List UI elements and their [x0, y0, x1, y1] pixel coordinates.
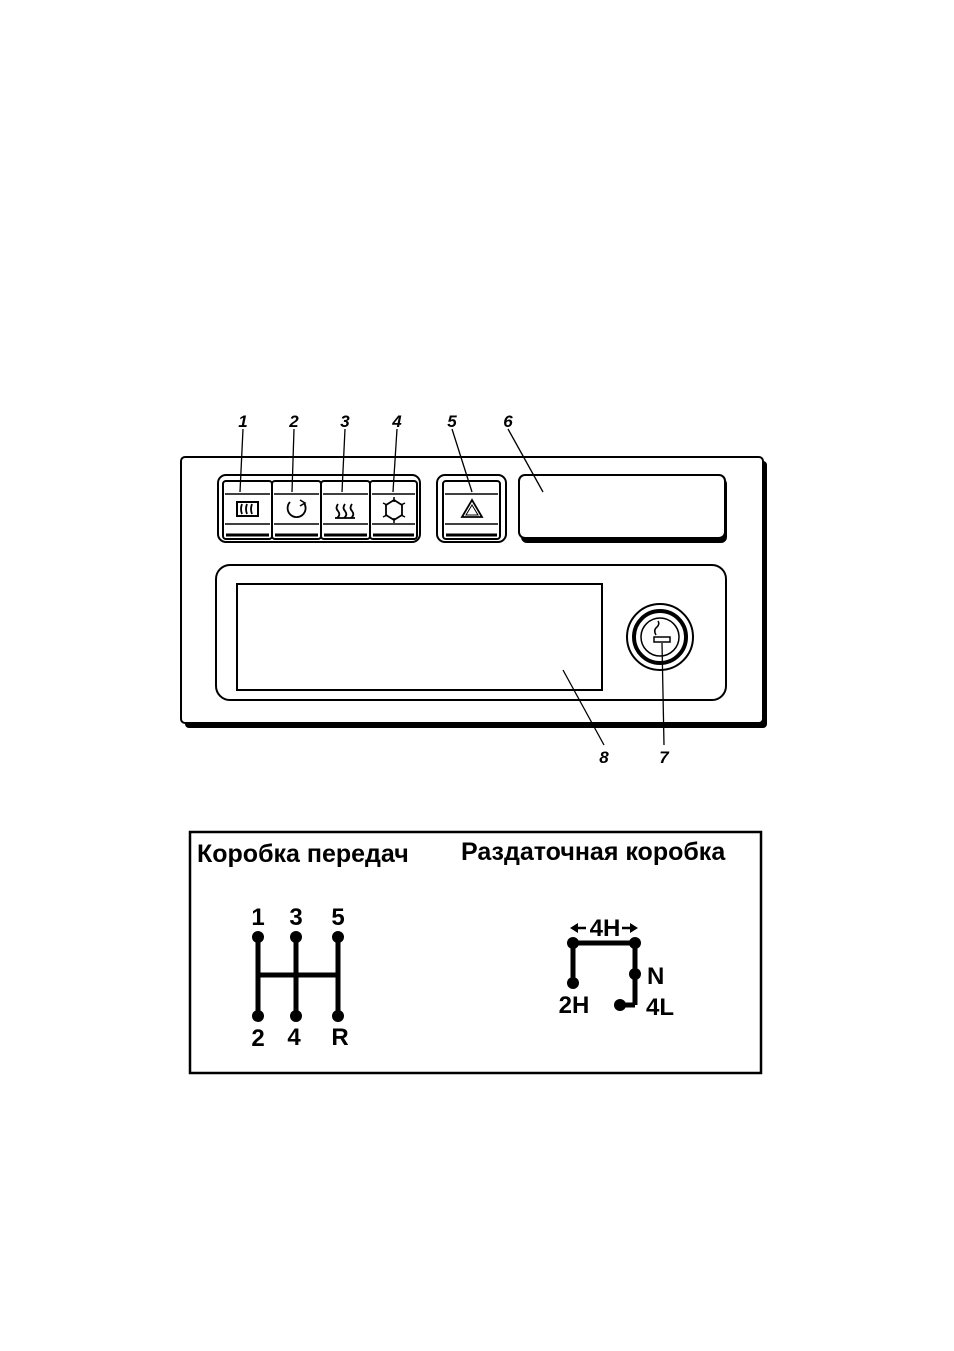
hazard-block	[437, 475, 506, 542]
control-panel	[181, 457, 767, 728]
callout-2: 2	[288, 412, 299, 431]
gear-label-4: 4	[287, 1024, 301, 1051]
gear-label-2: 2	[251, 1025, 264, 1052]
shift-pattern-plate: Коробка передач Раздаточная коробка 1 3 …	[190, 832, 761, 1073]
range-label-4l: 4L	[646, 994, 674, 1021]
rear-window-heater-button[interactable]	[223, 481, 272, 539]
callout-8: 8	[599, 748, 609, 767]
callout-6: 6	[503, 412, 513, 431]
callout-3: 3	[340, 412, 350, 431]
callout-4: 4	[391, 412, 402, 431]
gear-label-3: 3	[289, 904, 302, 931]
transfer-case-title: Раздаточная коробка	[461, 838, 726, 866]
gear-label-5: 5	[331, 904, 344, 931]
cigarette-lighter[interactable]	[627, 604, 693, 670]
air-recirculation-button[interactable]	[272, 481, 321, 539]
gearbox-title: Коробка передач	[197, 840, 409, 868]
storage-compartment	[237, 584, 602, 690]
switch-block	[218, 475, 420, 542]
range-label-n: N	[647, 963, 664, 990]
range-label-2h: 2H	[559, 992, 590, 1019]
callout-7: 7	[659, 748, 670, 767]
windshield-heater-button[interactable]	[321, 481, 370, 539]
gear-label-1: 1	[251, 904, 264, 931]
blank-plug	[519, 475, 727, 543]
gear-label-r: R	[331, 1024, 348, 1051]
callout-5: 5	[447, 412, 457, 431]
callout-1: 1	[238, 412, 247, 431]
range-label-4h: 4H	[590, 915, 621, 942]
